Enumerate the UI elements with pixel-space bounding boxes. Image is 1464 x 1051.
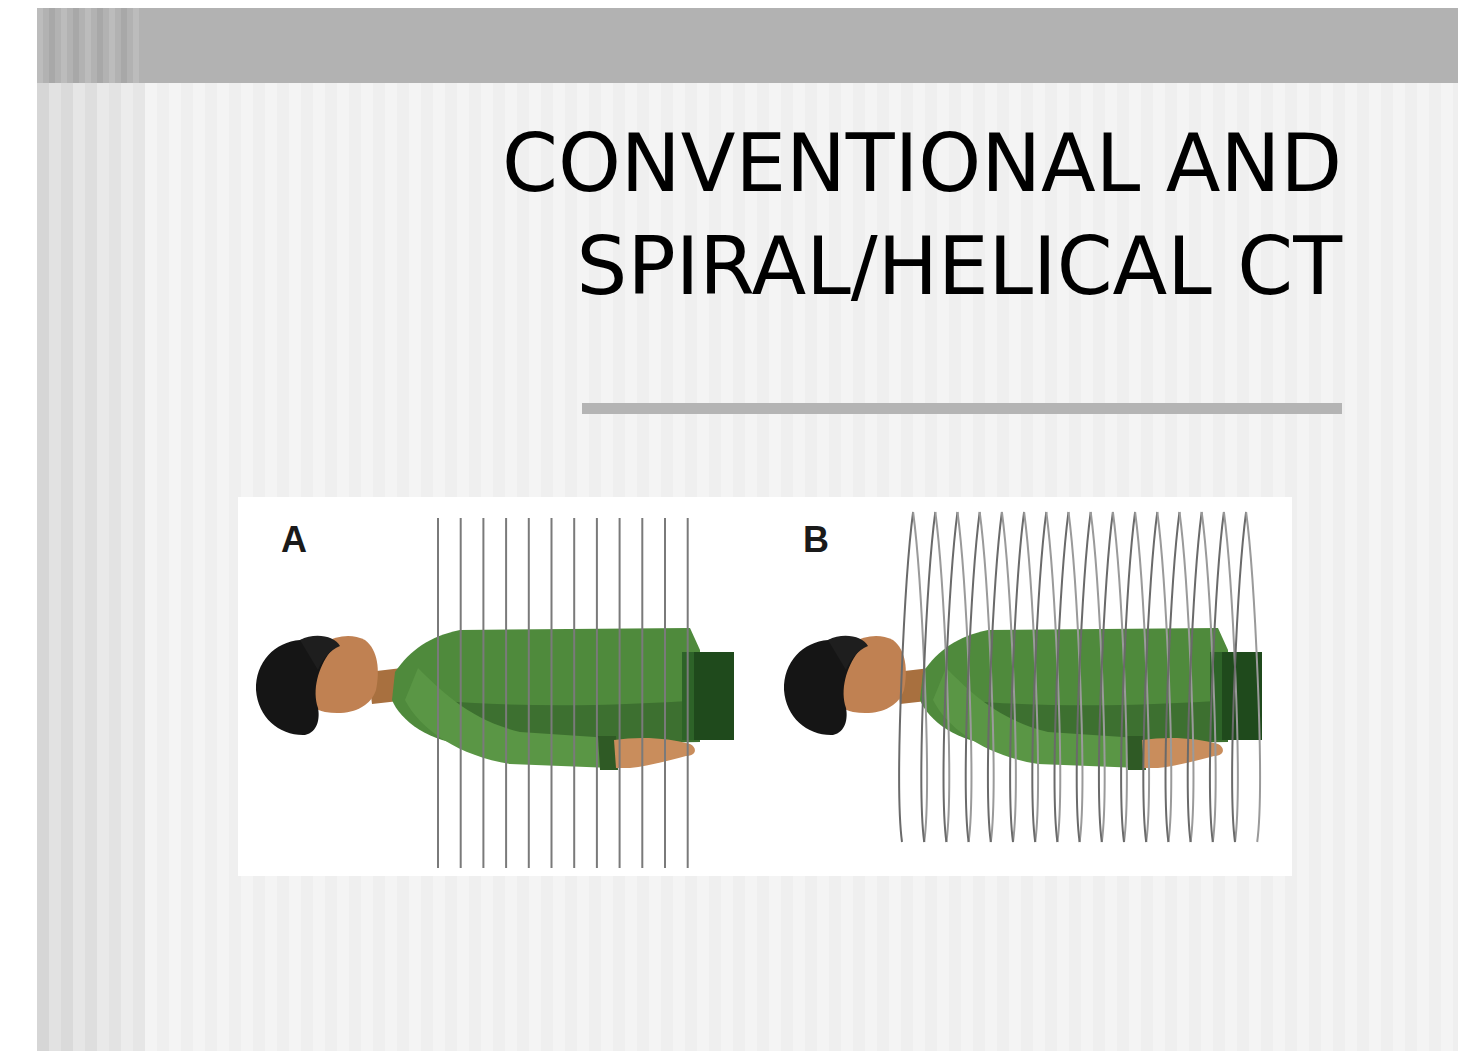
slide-title: CONVENTIONAL AND SPIRAL/HELICAL CT <box>380 112 1342 318</box>
background-stripes <box>145 8 1453 1051</box>
panel-label: B <box>803 520 829 560</box>
left-stripe <box>37 8 49 1051</box>
left-stripe <box>61 8 73 1051</box>
axial-scan-planes <box>438 518 688 868</box>
left-stripe <box>85 8 97 1051</box>
left-stripe <box>133 8 145 1051</box>
slide-ground <box>37 8 1458 1051</box>
header-stripe <box>133 8 139 83</box>
panel-label: A <box>281 520 307 560</box>
left-stripe <box>109 8 121 1051</box>
left-stripe <box>73 8 85 1051</box>
header-stripe <box>85 8 91 83</box>
header-stripe <box>49 8 55 83</box>
left-stripe <box>97 8 109 1051</box>
header-stripe <box>73 8 79 83</box>
header-bar <box>37 8 1458 83</box>
header-stripe <box>97 8 103 83</box>
left-stripe <box>49 8 61 1051</box>
title-rule <box>582 403 1342 414</box>
helical-scan-path <box>899 512 1260 842</box>
header-stripe <box>109 8 115 83</box>
image-panel <box>238 497 1292 876</box>
patient-figure <box>256 628 734 770</box>
header-stripe <box>37 8 43 83</box>
header-stripe <box>61 8 67 83</box>
left-stripe <box>121 8 133 1051</box>
header-stripe <box>121 8 127 83</box>
